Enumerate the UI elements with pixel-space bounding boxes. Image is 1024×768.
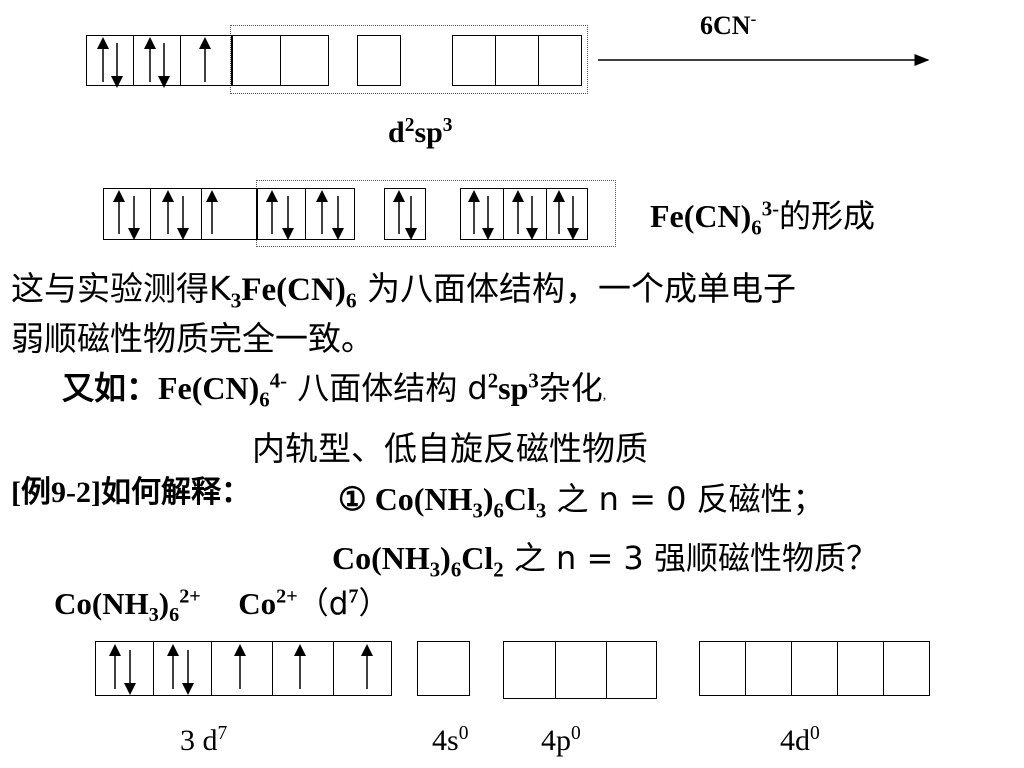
example-case-2: Co(NH3)6Cl2 之 n = 3 强顺磁性物质？ (332, 539, 878, 582)
row1-orbital-box (280, 35, 329, 86)
row3-orbital-box (211, 641, 273, 696)
co-complex-line: Co(NH3)62+ Co2+（d7） (54, 585, 390, 627)
row2-orbital-box (503, 188, 547, 240)
example-fe-line: 又如：Fe(CN)64- 八面体结构 d2sp3杂化, (62, 369, 607, 412)
row2-orbital-box (103, 188, 151, 240)
row1-orbital-box (538, 35, 582, 86)
orbital-label-4p: 4p0 (541, 723, 581, 757)
row2-orbital-box (305, 188, 355, 240)
row2-orbital-box (201, 188, 257, 240)
row3-orbital-box (745, 641, 792, 696)
orbital-label-4s: 4s0 (432, 723, 469, 757)
row3-orbital-box (95, 641, 154, 696)
row2-orbital-box (257, 188, 306, 240)
row3-orbital-box (417, 641, 470, 696)
example-case-1: ① Co(NH3)6Cl3 之 n = 0 反磁性； (338, 480, 825, 523)
inner-orbital-line: 内轨型、低自旋反磁性物质 (252, 429, 648, 468)
row2-orbital-box (384, 188, 426, 240)
paragraph-line-2: 弱顺磁性物质完全一致。 (11, 319, 374, 358)
row3-orbital-box (606, 641, 657, 699)
row1-orbital-box (180, 35, 232, 86)
row2-orbital-box (460, 188, 504, 240)
example-label: [例9-2]如何解释： (11, 476, 251, 509)
row3-orbital-box (883, 641, 930, 696)
row3-orbital-box (333, 641, 392, 696)
orbital-label-4d: 4d0 (780, 723, 820, 757)
hybridization-label: d2sp3 (388, 115, 453, 149)
row3-orbital-box (837, 641, 884, 696)
row3-orbital-box (272, 641, 334, 696)
row1-orbital-box (357, 35, 401, 86)
orbital-label-3d: 3 d7 (180, 723, 228, 757)
row2-orbital-box (546, 188, 588, 240)
row3-orbital-box (503, 641, 556, 699)
row3-orbital-box (153, 641, 212, 696)
reagent-label: 6CN- (700, 9, 757, 40)
fe-complex-formation-label: Fe(CN)63-的形成 (650, 197, 876, 240)
paragraph-line-1: 这与实验测得K3Fe(CN)6 为八面体结构，一个成单电子 (11, 269, 797, 313)
row2-orbital-box (150, 188, 202, 240)
row3-orbital-box (555, 641, 607, 699)
row1-dotted-group (230, 25, 588, 94)
row3-orbital-box (791, 641, 838, 696)
row3-orbital-box (699, 641, 746, 696)
